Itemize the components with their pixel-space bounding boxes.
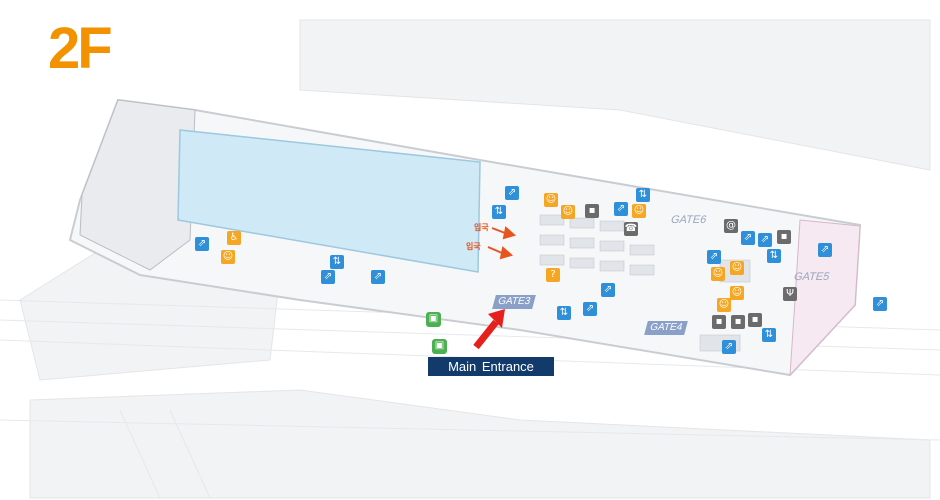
restroom-icon[interactable]: ☺ bbox=[544, 193, 558, 207]
escalator-icon[interactable]: ⇗ bbox=[195, 237, 209, 251]
restroom-icon[interactable]: ☺ bbox=[730, 286, 744, 300]
shop-icon[interactable]: ▪ bbox=[777, 230, 791, 244]
bus-icon[interactable]: ▣ bbox=[426, 312, 441, 327]
elevator-icon[interactable]: ⇅ bbox=[557, 306, 571, 320]
restroom-icon[interactable]: ☺ bbox=[221, 250, 235, 264]
shop-icon[interactable]: ▪ bbox=[731, 315, 745, 329]
information-icon[interactable]: @ bbox=[724, 219, 738, 233]
gate-3-label: GATE3 bbox=[492, 295, 536, 309]
restroom-icon[interactable]: ☺ bbox=[730, 261, 744, 275]
floor-label: 2F bbox=[48, 16, 113, 81]
east-wing bbox=[789, 219, 861, 377]
restroom-icon[interactable]: ☺ bbox=[717, 298, 731, 312]
elevator-icon[interactable]: ⇅ bbox=[767, 249, 781, 263]
departure-hall bbox=[177, 129, 481, 273]
elevator-icon[interactable]: ⇅ bbox=[330, 255, 344, 269]
shop-icon[interactable]: ▪ bbox=[712, 315, 726, 329]
restroom-icon[interactable]: ☺ bbox=[711, 267, 725, 281]
elevator-icon[interactable]: ⇅ bbox=[762, 328, 776, 342]
main-entrance-label[interactable]: Main Entrance bbox=[428, 357, 554, 376]
arrival-arrows bbox=[487, 226, 517, 260]
shop-icon[interactable]: ▪ bbox=[748, 313, 762, 327]
phone-icon[interactable]: ☎ bbox=[624, 222, 638, 236]
restroom-icon[interactable]: ☺ bbox=[561, 205, 575, 219]
escalator-icon[interactable]: ⇗ bbox=[873, 297, 887, 311]
shop-icon[interactable]: ▪ bbox=[585, 204, 599, 218]
gate-5-label: GATE5 bbox=[792, 271, 831, 283]
elevator-icon[interactable]: ⇅ bbox=[636, 188, 650, 202]
baby-room-icon[interactable]: ☺ bbox=[632, 204, 646, 218]
arrival-label: 입국 bbox=[466, 242, 481, 251]
escalator-icon[interactable]: ⇗ bbox=[818, 243, 832, 257]
escalator-icon[interactable]: ⇗ bbox=[371, 270, 385, 284]
entrance-arrow bbox=[473, 309, 505, 350]
escalator-icon[interactable]: ⇗ bbox=[722, 340, 736, 354]
escalator-icon[interactable]: ⇗ bbox=[707, 250, 721, 264]
escalator-icon[interactable]: ⇗ bbox=[614, 202, 628, 216]
escalator-icon[interactable]: ⇗ bbox=[601, 283, 615, 297]
escalator-icon[interactable]: ⇗ bbox=[583, 302, 597, 316]
taxi-icon[interactable]: ▣ bbox=[432, 339, 447, 354]
west-wing bbox=[79, 99, 196, 271]
gate-4-label: GATE4 bbox=[644, 321, 688, 335]
escalator-icon[interactable]: ⇗ bbox=[758, 233, 772, 247]
restroom-icon[interactable]: ♿ bbox=[227, 231, 241, 245]
elevator-icon[interactable]: ⇅ bbox=[492, 205, 506, 219]
escalator-icon[interactable]: ⇗ bbox=[741, 231, 755, 245]
escalator-icon[interactable]: ⇗ bbox=[321, 270, 335, 284]
restaurant-icon[interactable]: Ψ bbox=[783, 287, 797, 301]
arrival-label: 입국 bbox=[474, 223, 489, 232]
escalator-icon[interactable]: ⇗ bbox=[505, 186, 519, 200]
lounge-icon[interactable]: ? bbox=[546, 268, 560, 282]
gate-6-label: GATE6 bbox=[669, 214, 708, 226]
